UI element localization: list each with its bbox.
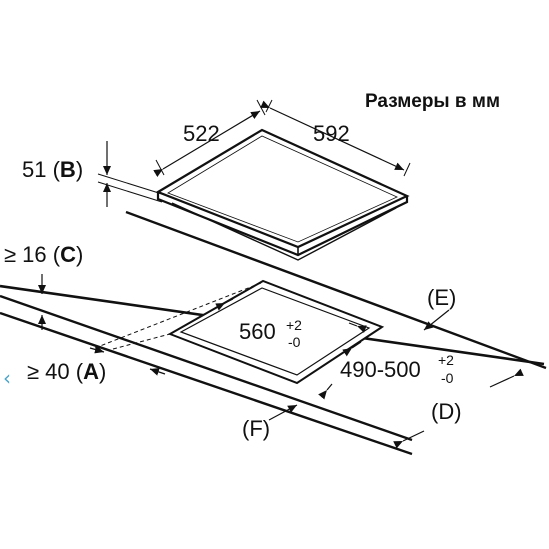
dimension-b-letter: B <box>60 157 76 182</box>
dimension-560-value: 560 <box>239 319 276 344</box>
dimension-a-label: ≥ 40 (A) <box>27 359 106 384</box>
dimension-c-close: ) <box>76 242 83 267</box>
dimension-a-close: ) <box>99 359 106 384</box>
pointer-e <box>423 309 450 331</box>
guide-dashes <box>94 282 262 350</box>
dimension-560 <box>215 298 367 333</box>
chevron-left-icon[interactable]: ‹ <box>3 366 11 390</box>
hob-counter-line <box>125 210 547 370</box>
dimension-592 <box>260 99 411 177</box>
dimension-522-label: 522 <box>183 121 220 146</box>
dimension-a-value: ≥ 40 ( <box>27 359 84 384</box>
dimension-490-500-label: 490-500 <box>340 357 421 382</box>
dimension-592-label: 592 <box>313 121 350 146</box>
dimension-490-500 <box>318 341 362 400</box>
dimension-b-value: 51 ( <box>22 157 61 182</box>
dimension-a-letter: A <box>83 359 99 384</box>
dimension-490-500-minus: -0 <box>441 370 454 386</box>
dimension-b <box>97 141 163 207</box>
dimension-a <box>89 345 166 376</box>
dimension-c-value: ≥ 16 ( <box>4 242 61 267</box>
dimension-c-letter: C <box>60 242 76 267</box>
units-title: Размеры в мм <box>365 91 500 112</box>
dimension-c-label: ≥ 16 (C) <box>4 242 83 267</box>
dimension-d <box>393 368 524 449</box>
label-d: (D) <box>431 399 462 424</box>
dimension-490-500-plus: +2 <box>438 352 454 368</box>
dimension-b-close: ) <box>76 157 83 182</box>
label-f: (F) <box>242 416 270 441</box>
dimension-560-label: 560 <box>239 319 276 344</box>
label-e: (E) <box>427 285 456 310</box>
dimension-560-minus: -0 <box>288 334 301 350</box>
dimension-b-label: 51 (B) <box>22 157 83 182</box>
pointer-f <box>268 404 298 421</box>
dimension-560-plus: +2 <box>286 317 302 333</box>
